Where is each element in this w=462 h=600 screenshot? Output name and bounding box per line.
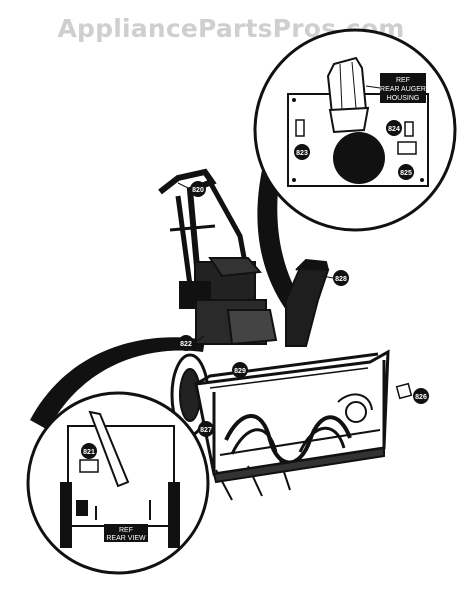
part-826-shape xyxy=(395,382,413,400)
snowblower-illustration xyxy=(158,168,390,501)
callout-821: 821 xyxy=(81,443,97,459)
svg-text:822: 822 xyxy=(180,341,192,348)
top-inset-rear-auger: REF REAR AUGER HOUSING xyxy=(253,28,457,232)
top-inset-connector-band xyxy=(257,170,306,318)
svg-text:827: 827 xyxy=(200,427,212,434)
svg-text:824: 824 xyxy=(388,126,400,133)
callout-823: 823 xyxy=(294,144,310,160)
callout-829: 829 xyxy=(232,362,248,378)
bottom-inset-rear-view: REF REAR VIEW xyxy=(26,391,210,575)
callout-828: 828 xyxy=(321,270,349,286)
ref-rear-view-line1: REF xyxy=(119,527,133,534)
svg-text:829: 829 xyxy=(234,368,246,375)
callout-820: 820 xyxy=(177,181,206,197)
svg-text:828: 828 xyxy=(335,276,347,283)
ref-auger-line3: HOUSING xyxy=(387,95,420,102)
svg-text:823: 823 xyxy=(296,150,308,157)
svg-text:821: 821 xyxy=(83,449,95,456)
svg-text:825: 825 xyxy=(400,170,412,177)
ref-rear-view-line2: REAR VIEW xyxy=(106,535,146,542)
callout-825: 825 xyxy=(398,164,414,180)
svg-text:826: 826 xyxy=(415,394,427,401)
callout-822: 822 xyxy=(178,335,205,351)
ref-auger-line1: REF xyxy=(396,77,410,84)
callout-826: 826 xyxy=(413,388,429,404)
callout-824: 824 xyxy=(386,120,402,136)
svg-text:820: 820 xyxy=(192,187,204,194)
ref-auger-line2: REAR AUGER xyxy=(380,86,426,93)
callout-827: 827 xyxy=(198,421,214,437)
